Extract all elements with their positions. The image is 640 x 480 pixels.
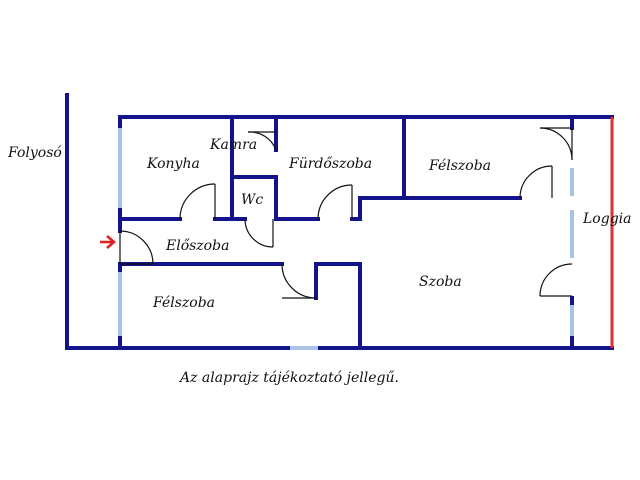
label-corridor: Folyosó (7, 145, 62, 161)
label-half-room-top: Félszoba (428, 158, 491, 174)
label-kitchen: Konyha (146, 156, 200, 172)
label-wc: Wc (241, 192, 263, 208)
label-pantry: Kamra (209, 137, 257, 153)
disclaimer-note: Az alaprajz tájékoztató jellegű. (178, 370, 399, 386)
outer-walls (65, 115, 614, 350)
windows (118, 128, 574, 350)
label-hall: Előszoba (165, 238, 229, 254)
door-swings (119, 127, 573, 299)
label-room: Szoba (419, 274, 462, 290)
label-half-room-bottom: Félszoba (152, 295, 215, 311)
interior-walls (118, 115, 574, 350)
label-loggia: Loggia (582, 211, 631, 227)
label-bathroom: Fürdőszoba (288, 156, 372, 172)
arrow-right-icon (100, 235, 116, 249)
